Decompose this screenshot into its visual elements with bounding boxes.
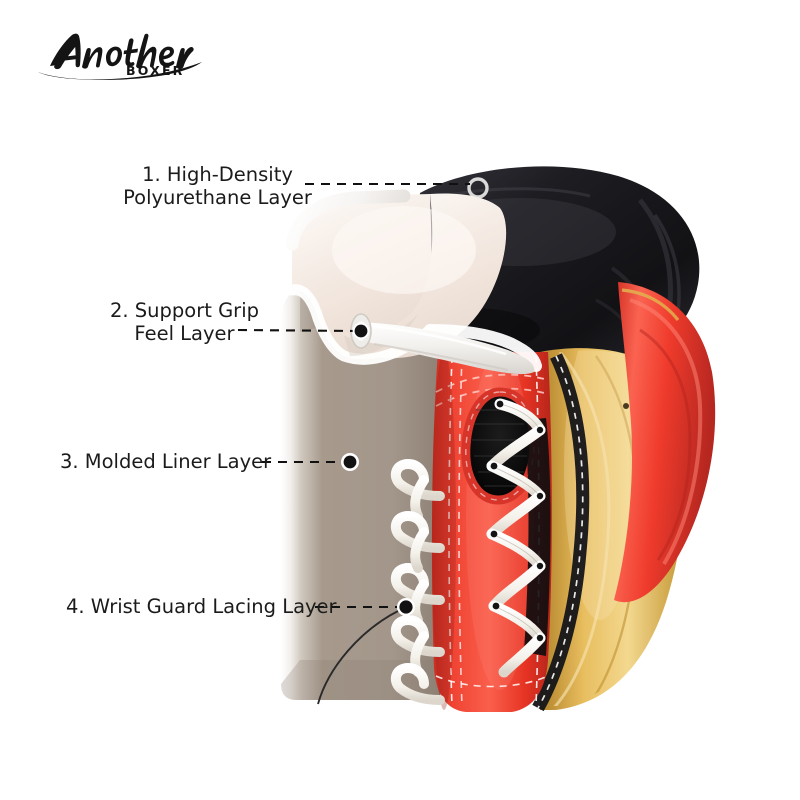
callout-label-2: 2. Support Grip Feel Layer	[109, 299, 259, 345]
cuff-gap-shadow	[524, 418, 551, 656]
svg-text:BOXER: BOXER	[126, 63, 185, 78]
callout-markers	[341, 322, 415, 616]
trailing-lace-string	[317, 609, 401, 705]
brand-logo: BOXER	[30, 22, 210, 84]
callout-label-4: 4. Wrist Guard Lacing Layer	[66, 595, 337, 618]
callout-leader-lines	[237, 182, 470, 609]
lace-eyelets	[490, 400, 544, 642]
red-thumb-roll	[614, 282, 716, 603]
callout-label-3: 3. Molded Liner Layer	[60, 450, 272, 473]
marker-dot-2	[354, 324, 368, 338]
marker-dot-3	[343, 455, 357, 469]
marker-dot-4	[399, 600, 413, 614]
leader-line-2	[237, 328, 359, 333]
callout-label-1: 1. High-Density Polyurethane Layer	[123, 163, 312, 209]
eyelet-marker-icon	[467, 177, 489, 199]
